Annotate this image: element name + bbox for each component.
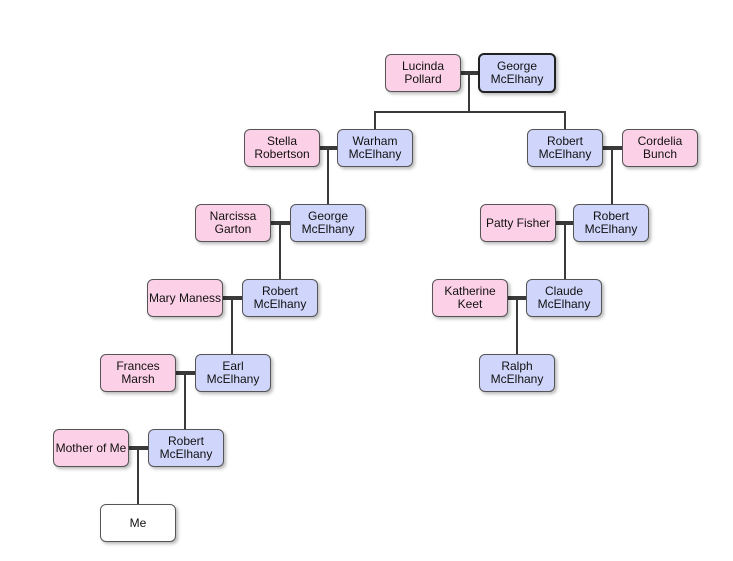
- person-node-robert-mcelhany[interactable]: Robert McElhany: [148, 429, 224, 467]
- person-node-cordelia-bunch[interactable]: Cordelia Bunch: [622, 129, 698, 167]
- person-node-george-mcelhany[interactable]: George McElhany: [290, 204, 366, 242]
- descent-link: [469, 111, 566, 129]
- person-node-lucinda-pollard[interactable]: Lucinda Pollard: [385, 54, 461, 92]
- person-node-mary-maness[interactable]: Mary Maness: [147, 279, 223, 317]
- person-node-katherine-keet[interactable]: Katherine Keet: [432, 279, 508, 317]
- person-node-ralph-mcelhany[interactable]: Ralph McElhany: [479, 354, 555, 392]
- person-node-frances-marsh[interactable]: Frances Marsh: [100, 354, 176, 392]
- person-node-me[interactable]: Me: [100, 504, 176, 542]
- person-node-earl-mcelhany[interactable]: Earl McElhany: [195, 354, 271, 392]
- person-node-robert-mcelhany[interactable]: Robert McElhany: [242, 279, 318, 317]
- person-node-robert-mcelhany[interactable]: Robert McElhany: [527, 129, 603, 167]
- person-node-claude-mcelhany[interactable]: Claude McElhany: [526, 279, 602, 317]
- person-node-warham-mcelhany[interactable]: Warham McElhany: [337, 129, 413, 167]
- person-node-george-mcelhany-root[interactable]: George McElhany: [478, 53, 556, 93]
- person-node-patty-fisher[interactable]: Patty Fisher: [480, 204, 556, 242]
- person-node-narcissa-garton[interactable]: Narcissa Garton: [195, 204, 271, 242]
- person-node-stella-robertson[interactable]: Stella Robertson: [244, 129, 320, 167]
- person-node-mother-of-me[interactable]: Mother of Me: [53, 429, 129, 467]
- person-node-robert-mcelhany[interactable]: Robert McElhany: [573, 204, 649, 242]
- descent-link: [374, 73, 470, 129]
